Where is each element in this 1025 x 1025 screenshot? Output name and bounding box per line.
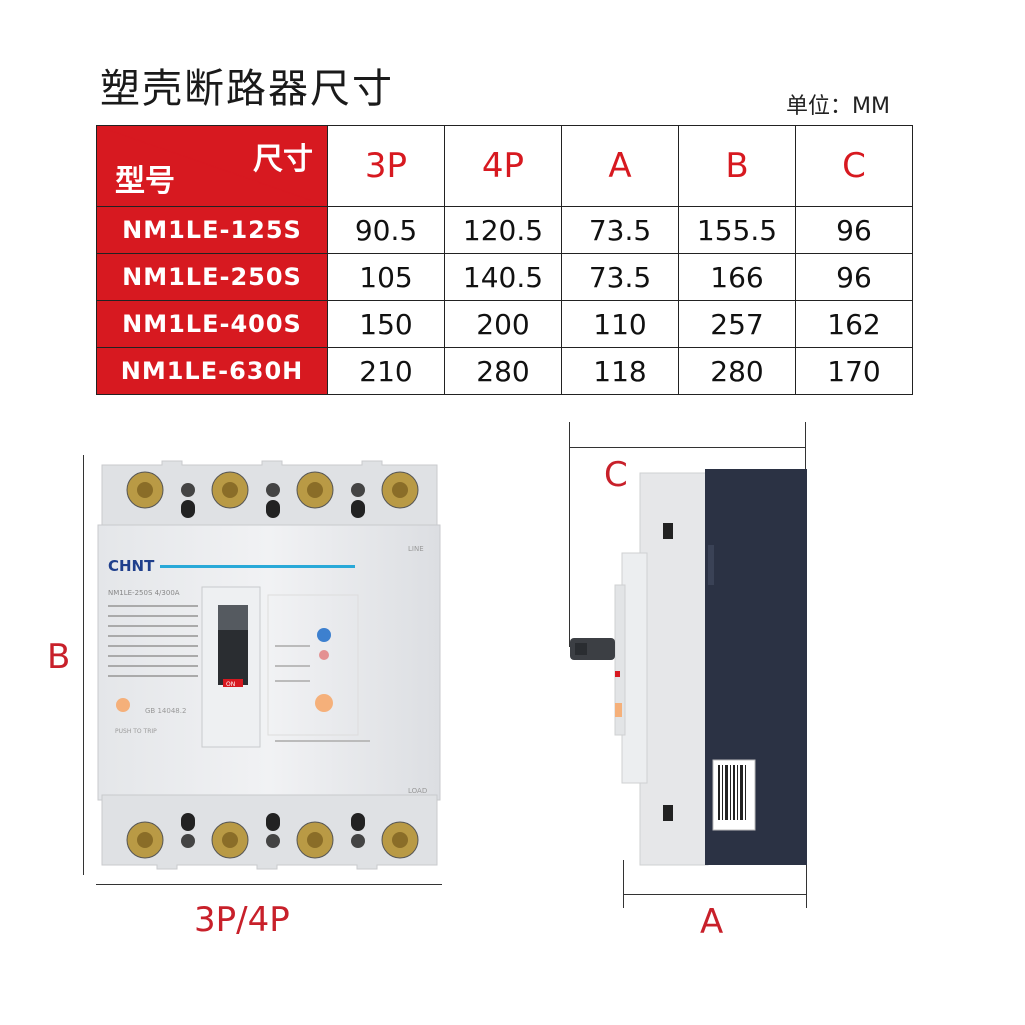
column-header: 4P	[444, 125, 562, 207]
table-row: NM1LE-250S 105 140.5 73.5 166 96	[96, 253, 913, 301]
diagonal-divider	[97, 126, 327, 206]
value-cell: 118	[561, 347, 679, 395]
dimension-tick-c-left	[569, 422, 570, 647]
value-cell: 140.5	[444, 253, 562, 301]
table-row: NM1LE-400S 150 200 110 257 162	[96, 300, 913, 348]
standard-mark: GB 14048.2	[145, 707, 186, 715]
corner-model-label: 型号	[115, 164, 175, 199]
value-cell: 120.5	[444, 206, 562, 254]
value-cell: 150	[327, 300, 445, 348]
value-cell: 210	[327, 347, 445, 395]
corner-size-label: 尺寸	[253, 142, 313, 177]
breaker-front-view: CHNT LINE NM1LE-250S 4/300A GB 14048.2 P…	[97, 460, 441, 870]
unit-label: 单位：MM	[786, 94, 890, 119]
dimension-line-b	[83, 455, 84, 875]
value-cell: 73.5	[561, 253, 679, 301]
product-code: NM1LE-250S 4/300A	[108, 589, 180, 597]
value-cell: 162	[795, 300, 913, 348]
value-cell: 200	[444, 300, 562, 348]
column-header: B	[678, 125, 796, 207]
dimension-tick-c-right	[805, 422, 806, 470]
on-mark: ON	[226, 681, 235, 688]
dimension-tick-a-right	[806, 860, 807, 908]
value-cell: 170	[795, 347, 913, 395]
table-header-row: 尺寸 型号 3P 4P A B C	[96, 125, 913, 207]
dimension-table: 尺寸 型号 3P 4P A B C NM1LE-125S 90.5 120.5 …	[96, 125, 913, 395]
table-row: NM1LE-630H 210 280 118 280 170	[96, 347, 913, 395]
column-header: A	[561, 125, 679, 207]
load-mark: LOAD	[408, 787, 427, 795]
value-cell: 96	[795, 253, 913, 301]
value-cell: 105	[327, 253, 445, 301]
dimension-tick-a-left	[623, 860, 624, 908]
dimension-line-width	[96, 884, 442, 885]
value-cell: 110	[561, 300, 679, 348]
value-cell: 257	[678, 300, 796, 348]
value-cell: 280	[678, 347, 796, 395]
top-terminals	[126, 471, 419, 518]
dimension-label-width: 3P/4P	[194, 900, 290, 940]
model-cell: NM1LE-630H	[96, 347, 328, 395]
model-cell: NM1LE-400S	[96, 300, 328, 348]
dimension-label-b: B	[47, 637, 71, 677]
breaker-side-view	[570, 469, 807, 866]
page-title: 塑壳断路器尺寸	[100, 66, 394, 112]
value-cell: 73.5	[561, 206, 679, 254]
bottom-terminals	[126, 813, 419, 859]
value-cell: 90.5	[327, 206, 445, 254]
dimension-line-a	[623, 894, 807, 895]
value-cell: 166	[678, 253, 796, 301]
value-cell: 96	[795, 206, 913, 254]
push-mark: PUSH TO TRIP	[115, 728, 157, 735]
dimension-label-c: C	[604, 455, 628, 495]
dimension-line-c	[569, 447, 805, 448]
dimension-label-a: A	[700, 902, 724, 942]
value-cell: 280	[444, 347, 562, 395]
column-header: C	[795, 125, 913, 207]
brand-logo: CHNT	[108, 557, 155, 575]
column-header: 3P	[327, 125, 445, 207]
value-cell: 155.5	[678, 206, 796, 254]
line-mark: LINE	[408, 545, 424, 553]
table-row: NM1LE-125S 90.5 120.5 73.5 155.5 96	[96, 206, 913, 254]
model-cell: NM1LE-125S	[96, 206, 328, 254]
model-cell: NM1LE-250S	[96, 253, 328, 301]
table-corner-cell: 尺寸 型号	[96, 125, 328, 207]
